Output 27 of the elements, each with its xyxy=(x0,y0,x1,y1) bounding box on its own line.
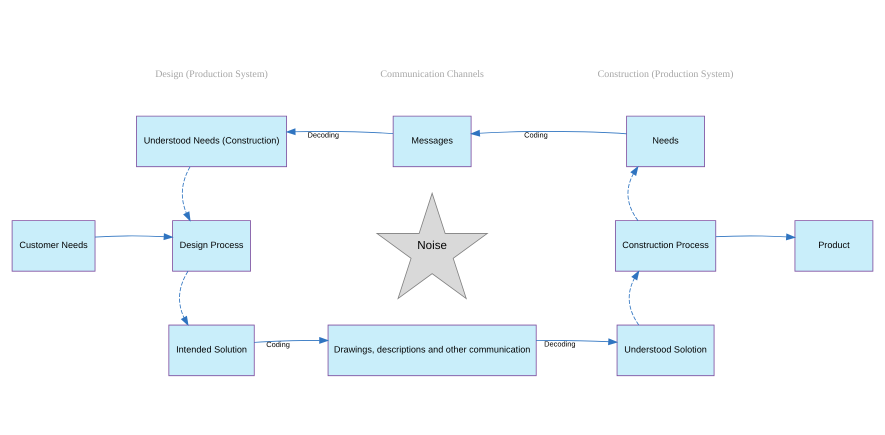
arrow xyxy=(286,128,394,136)
edge-label: Coding xyxy=(524,130,548,140)
edge-label: Decoding xyxy=(544,340,576,349)
node-box: Intended Solution xyxy=(168,324,255,376)
arrow xyxy=(179,270,189,326)
label: Design (Production System) xyxy=(155,68,268,80)
node-box: Construction Process xyxy=(614,220,716,272)
arrow xyxy=(182,166,191,222)
label: Construction (Production System) xyxy=(598,68,734,80)
node-box: Needs xyxy=(626,116,705,168)
arrow xyxy=(536,338,618,346)
arrow xyxy=(470,130,627,137)
edge-label: Coding xyxy=(266,340,290,349)
node-box: Customer Needs xyxy=(12,220,96,272)
arrow xyxy=(94,233,174,240)
arrow xyxy=(628,270,640,326)
node-box: Drawings, descriptions and other communication xyxy=(328,324,537,376)
node-box: Understood Needs (Construction) xyxy=(136,116,288,168)
node-box: Design Process xyxy=(172,220,251,272)
node-box: Understood Solotion xyxy=(616,324,714,376)
arrow xyxy=(716,233,796,240)
label: Communication Channels xyxy=(380,68,484,80)
edge-label: Decoding xyxy=(308,130,340,140)
arrow xyxy=(628,166,639,221)
node-box: Product xyxy=(794,220,874,272)
arrow xyxy=(254,336,330,344)
node-box: Messages xyxy=(392,116,472,168)
